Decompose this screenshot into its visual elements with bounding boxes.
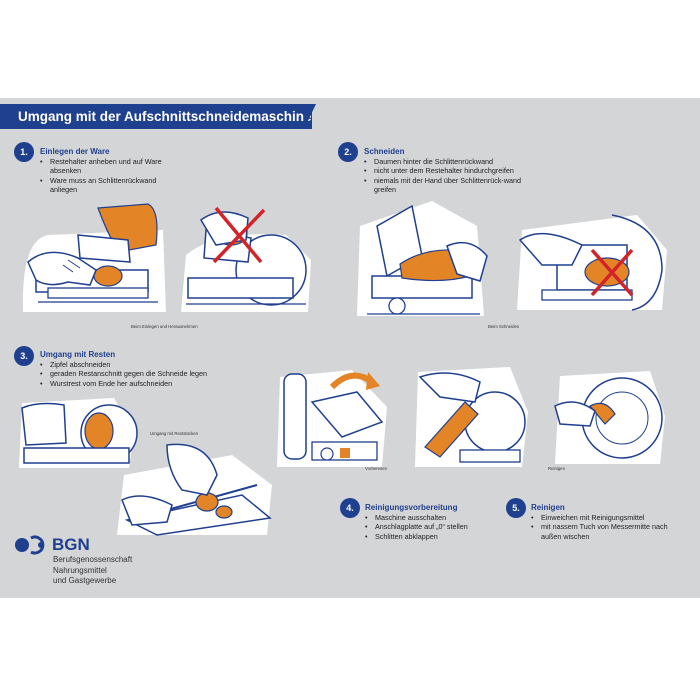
section-3-bullet: Zipfel abschneiden bbox=[40, 360, 250, 370]
section-5-number: 5. bbox=[506, 498, 526, 518]
section-2-bullet: nicht unter dem Restehalter hindurchgrei… bbox=[364, 166, 534, 176]
logo-organization-name: Berufsgenossenschaft Nahrungsmittel und … bbox=[53, 555, 132, 587]
section-2-bullet: niemals mit der Hand über Schlittenrück-… bbox=[364, 176, 534, 195]
section-3-bullet: Wurstrest vom Ende her aufschneiden bbox=[40, 379, 250, 389]
section-3-title: Umgang mit Resten bbox=[40, 350, 116, 359]
section-1-title: Einlegen der Ware bbox=[40, 147, 110, 156]
section-4-bullet: Schlitten abklappen bbox=[365, 532, 495, 542]
section-5-bullet: Einweichen mit Reinigungsmittel bbox=[531, 513, 681, 523]
section-1-bullet: Restehalter anheben und auf Ware absenke… bbox=[40, 157, 180, 176]
section-4-number: 4. bbox=[340, 498, 360, 518]
section-4-bullet: Maschine ausschalten bbox=[365, 513, 495, 523]
illustration-cutting-board bbox=[117, 443, 272, 536]
section-3-bullet: geraden Restanschnitt gegen die Schneide… bbox=[40, 369, 250, 379]
illustration-spraying bbox=[415, 367, 528, 467]
section-5-bullet: mit nassem Tuch von Messermitte nach auß… bbox=[531, 522, 681, 541]
caption-schneiden: Beim Schneiden bbox=[488, 324, 520, 329]
logo-line: und Gastgewerbe bbox=[53, 576, 117, 585]
section-2-title: Schneiden bbox=[364, 147, 405, 156]
logo-line: Berufsgenossenschaft bbox=[53, 555, 133, 564]
illustration-cutting bbox=[357, 201, 488, 316]
illustration-remnants-machine bbox=[19, 398, 138, 468]
bgn-logo-icon bbox=[15, 535, 45, 555]
section-5-title: Reinigen bbox=[531, 503, 565, 512]
section-5-bullets: Einweichen mit Reinigungsmittel mit nass… bbox=[531, 513, 681, 541]
section-2-bullets: Daumen hinter die Schlittenrückwand nich… bbox=[364, 157, 534, 194]
illustration-cleaning bbox=[554, 371, 665, 464]
caption-einlegen: Beim Einlegen und Herausnehmen bbox=[131, 324, 198, 329]
section-1-bullet: Ware muss an Schlittenrückwand anliegen bbox=[40, 176, 180, 195]
illustration-preparing bbox=[277, 370, 387, 467]
section-3-bullets: Zipfel abschneiden geraden Restanschnitt… bbox=[40, 360, 250, 388]
title-banner-corner bbox=[304, 104, 316, 129]
section-4-title: Reinigungsvorbereitung bbox=[365, 503, 458, 512]
section-2-number: 2. bbox=[338, 142, 358, 162]
page-title: Umgang mit der Aufschnittschneidemaschin… bbox=[0, 104, 312, 129]
section-1-number: 1. bbox=[14, 142, 34, 162]
caption-reste: Umgang mit Reststücken bbox=[150, 431, 199, 436]
logo-abbr: BGN bbox=[52, 535, 90, 554]
section-4-bullets: Maschine ausschalten Anschlagplatte auf … bbox=[365, 513, 495, 541]
section-2-bullet: Daumen hinter die Schlittenrückwand bbox=[364, 157, 534, 167]
illustration-cutting-wrong bbox=[517, 214, 667, 311]
section-3-number: 3. bbox=[14, 346, 34, 366]
caption-vorbereiten: Vorbereiten bbox=[365, 466, 387, 471]
illustration-loading-wrong bbox=[181, 206, 311, 312]
illustration-loading-goods bbox=[22, 203, 167, 312]
logo-line: Nahrungsmittel bbox=[53, 565, 107, 575]
caption-reinigen: Reinigen bbox=[548, 466, 565, 471]
section-1-bullets: Restehalter anheben und auf Ware absenke… bbox=[40, 157, 180, 194]
section-4-bullet: Anschlagplatte auf „0“ stellen bbox=[365, 522, 495, 532]
